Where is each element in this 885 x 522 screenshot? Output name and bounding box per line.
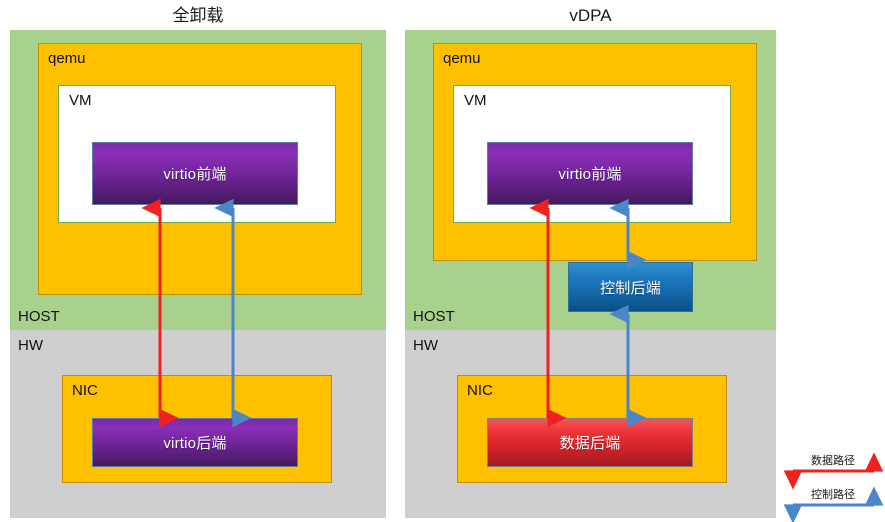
hw-band-label-left: HW [18,337,43,354]
virtio-backend-box-left: virtio后端 [92,418,298,467]
legend-control-path-label: 控制路径 [811,489,855,501]
data-backend-box: 数据后端 [487,418,693,467]
legend-data-path-label: 数据路径 [811,455,855,467]
vm-box-label-right: VM [464,92,487,109]
nic-box-label-left: NIC [72,382,98,399]
host-band-label-left: HOST [18,308,60,325]
control-backend-box: 控制后端 [568,262,693,312]
qemu-box-label-left: qemu [48,50,86,67]
panel-vdpa: HOST HW qemu VM virtio前端 控制后端 NIC 数据后端 [405,30,776,518]
panel-title-right: vDPA [569,6,612,25]
virtio-frontend-box-left: virtio前端 [92,142,298,205]
vm-box-label-left: VM [69,92,92,109]
nic-box-label-right: NIC [467,382,493,399]
panel-full-offload: HOST HW qemu VM virtio前端 NIC virtio后端 [10,30,386,518]
qemu-box-label-right: qemu [443,50,481,67]
hw-band-label-right: HW [413,337,438,354]
host-band-label-right: HOST [413,308,455,325]
panel-title-left: 全卸载 [172,6,224,25]
virtio-frontend-box-right: virtio前端 [487,142,693,205]
